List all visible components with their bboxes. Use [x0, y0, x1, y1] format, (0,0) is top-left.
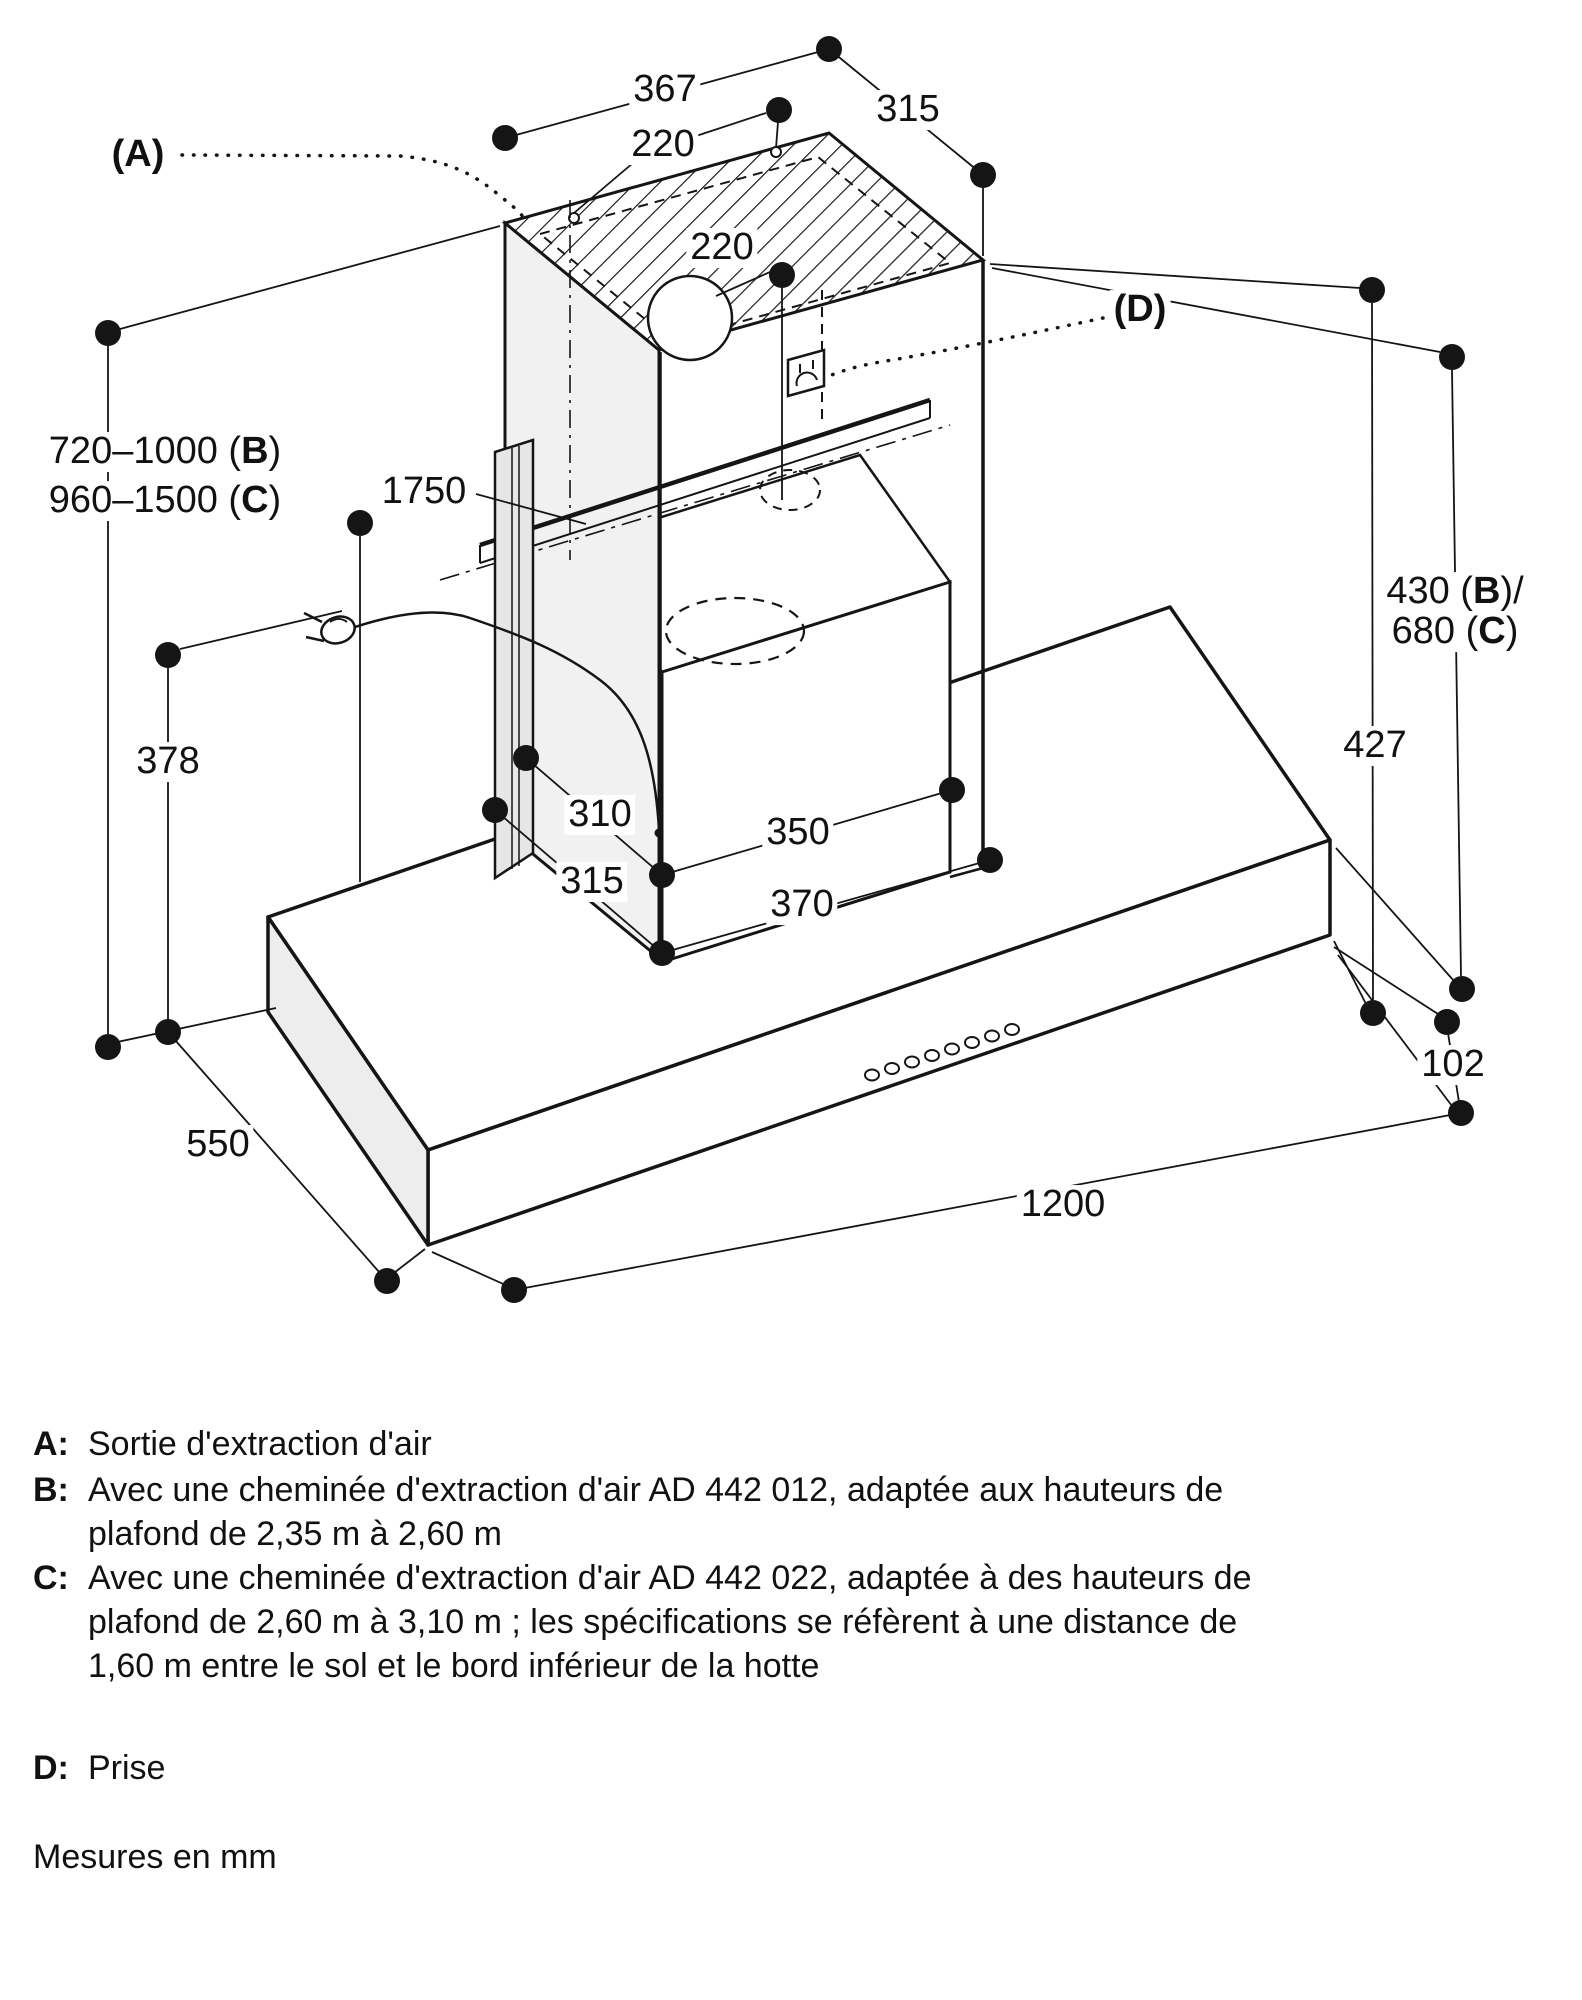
legend-key-a: A:: [33, 1425, 69, 1463]
legend-item-c: C: Avec une cheminée d'extraction d'air …: [33, 1556, 1252, 1688]
dim-102-label: 102: [1417, 1044, 1489, 1085]
dim-350-label: 350: [762, 812, 834, 853]
legend-b-line-1: Avec une cheminée d'extraction d'air AD …: [88, 1471, 1224, 1509]
dim-1200-lines: [431, 1112, 1462, 1291]
marker-d-label: (D): [1109, 289, 1171, 330]
h680-key: C: [1478, 610, 1506, 652]
h430-pre: 430 (: [1386, 570, 1473, 613]
legend-key-d: D:: [33, 1749, 69, 1787]
dim-220-top-label: 220: [627, 124, 699, 165]
air-outlet-hole: [646, 274, 734, 362]
dim-220-hole-lines: [715, 271, 783, 500]
dim-430-680-lines: [991, 267, 1462, 982]
legend-key-c: C:: [33, 1559, 69, 1597]
leader-chimney-corner: [119, 225, 501, 330]
chimney-top-inner-rim: [537, 155, 953, 343]
legend-item-a: A: Sortie d'extraction d'air: [33, 1422, 432, 1466]
dim-430-line: 430 (B)/: [1386, 570, 1524, 613]
h680-post: ): [1505, 610, 1519, 652]
dim-220-hole-label: 220: [686, 227, 758, 268]
h680-pre: 680 (: [1391, 610, 1479, 652]
legend-c-line-3: 1,60 m entre le sol et le bord inférieur…: [88, 1647, 820, 1685]
h430-post: )/: [1500, 570, 1524, 613]
dim-550-label: 550: [182, 1124, 254, 1165]
dim-1750-label: 1750: [377, 471, 471, 512]
range-c-post: ): [268, 479, 282, 522]
legend-item-b: B: Avec une cheminée d'extraction d'air …: [33, 1468, 1223, 1556]
dim-310-label: 310: [564, 794, 636, 835]
mounting-hole-right: [770, 146, 782, 158]
leader-a-dotted: [180, 153, 526, 220]
dim-367-label: 367: [629, 69, 701, 110]
marker-leaders: [180, 153, 1105, 379]
dim-220-top-lines: [573, 112, 779, 214]
range-b-post: ): [268, 430, 282, 473]
legend-b-line-2: plafond de 2,35 m à 2,60 m: [88, 1515, 502, 1553]
dim-1750-lines: [359, 493, 587, 882]
leader-d-dotted: [825, 316, 1105, 379]
control-buttons: [864, 1023, 1020, 1082]
collar-outlet-dashed: [759, 469, 821, 511]
range-c-pre: 960–1500 (: [48, 479, 242, 522]
h430-key: B: [1472, 570, 1501, 613]
dim-427-label: 427: [1339, 725, 1411, 766]
marker-a-label: (A): [107, 134, 169, 175]
dim-315-top-label: 315: [872, 89, 944, 130]
legend-a-line-1: Sortie d'extraction d'air: [88, 1425, 432, 1463]
legend-c-line-2: plafond de 2,60 m à 3,10 m ; les spécifi…: [88, 1603, 1238, 1641]
dimension-dots: [95, 36, 1475, 1303]
dimension-lines: [107, 48, 1462, 1291]
range-b-key: B: [241, 430, 269, 473]
dim-378-label: 378: [132, 741, 204, 782]
legend-d-line-1: Prise: [88, 1749, 166, 1787]
units-note: Mesures en mm: [33, 1838, 277, 1876]
dim-315-mid-label: 315: [556, 861, 628, 902]
dim-1200-label: 1200: [1016, 1184, 1110, 1225]
range-b-pre: 720–1000 (: [48, 430, 242, 473]
dim-430-680-label: 430 (B)/ 680 (C): [1382, 570, 1528, 652]
power-plug-icon: [303, 611, 664, 838]
legend-item-d: D: Prise: [33, 1746, 165, 1790]
power-cord: [351, 611, 661, 831]
filter-outlet-dashed: [664, 596, 806, 666]
dim-680-line: 680 (C): [1386, 610, 1523, 652]
legend-key-b: B:: [33, 1471, 69, 1509]
dim-range-c-label: 960–1500 (C): [44, 479, 286, 522]
dim-370-label: 370: [766, 884, 838, 925]
dim-range-b-label: 720–1000 (B): [44, 430, 286, 473]
socket-icon: [786, 348, 826, 398]
legend-c-line-1: Avec une cheminée d'extraction d'air AD …: [88, 1559, 1252, 1597]
range-c-key: C: [241, 479, 269, 522]
